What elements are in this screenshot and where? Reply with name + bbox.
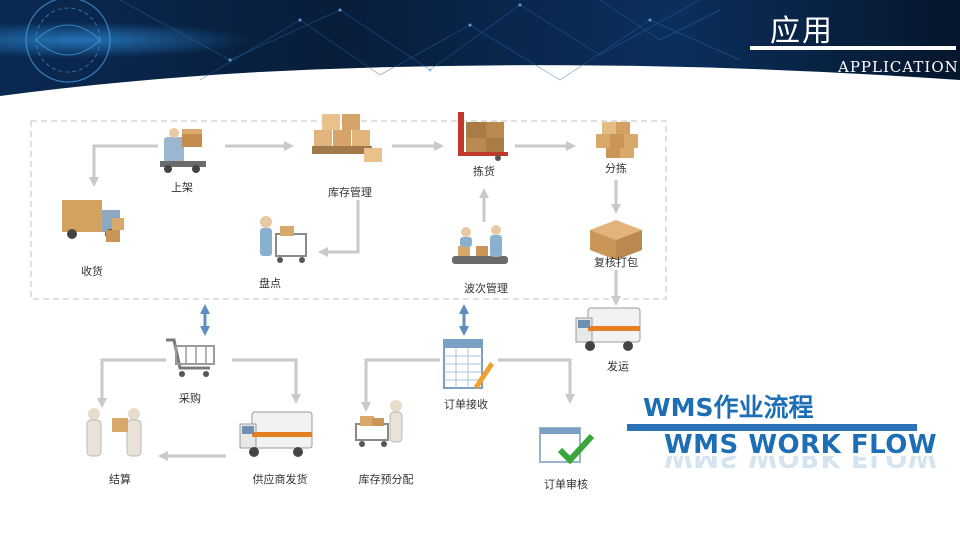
node-label-gongying: 供应商发货 — [252, 473, 308, 486]
page-title: 应用 — [770, 14, 834, 49]
node-label-yufenpei: 库存预分配 — [358, 473, 414, 486]
node-label-jiesuan: 结算 — [109, 473, 131, 486]
spreadsheet-pencil-icon — [443, 339, 494, 389]
ambulance-van-icon — [239, 411, 313, 457]
title-underline — [750, 46, 956, 50]
conveyor-workers-icon — [452, 225, 508, 264]
warehouse-zone-border — [30, 120, 667, 300]
arrow-kucun-pandian — [318, 200, 360, 257]
flow-title-reflection: WMS WORK FLOW — [664, 456, 938, 472]
delivery-truck-icon — [62, 200, 124, 242]
node-label-shouhuo: 收货 — [81, 265, 103, 278]
arrow-caigou-jiesuan — [97, 358, 166, 408]
page-subtitle: APPLICATION — [838, 58, 959, 76]
handshake-people-icon — [86, 408, 142, 457]
arrow-caigou-gongying — [232, 358, 301, 404]
approval-check-icon — [539, 427, 595, 465]
node-label-jianhuo: 拣货 — [473, 165, 495, 178]
node-label-caigou: 采购 — [179, 392, 201, 405]
node-label-dingdan-shenhe: 订单审核 — [544, 478, 588, 491]
header-banner — [0, 0, 960, 100]
pallet-boxes-icon — [312, 114, 382, 162]
node-label-pandian: 盘点 — [259, 277, 281, 290]
arrow-to-shouhuo — [89, 144, 158, 187]
hand-truck-icon — [458, 112, 508, 161]
cardboard-box-icon — [590, 220, 642, 260]
flow-title-en: WMS WORK FLOW — [664, 430, 938, 460]
node-label-fayun: 发运 — [607, 360, 629, 373]
ambulance-van-icon — [575, 307, 641, 351]
shopping-cart-icon — [166, 338, 215, 377]
stacked-crates-icon — [596, 122, 638, 158]
node-label-fenjian: 分拣 — [605, 162, 627, 175]
node-label-dingdan-jieshou: 订单接收 — [444, 398, 488, 411]
node-label-boci: 波次管理 — [464, 282, 508, 295]
worker-cart-icon — [355, 400, 403, 447]
inventory-cart-icon — [260, 216, 307, 263]
node-label-fuhe: 复核打包 — [594, 256, 638, 269]
arrow-dingdan-yufenpei — [361, 358, 440, 412]
flow-title-zh: WMS作业流程 — [643, 393, 814, 422]
flow-title-rule — [627, 424, 917, 431]
node-label-shangjia: 上架 — [171, 181, 193, 194]
arrow-dingdan-shenhe — [498, 358, 575, 404]
forklift-worker-icon — [160, 128, 206, 173]
node-label-kucun: 库存管理 — [328, 186, 372, 199]
